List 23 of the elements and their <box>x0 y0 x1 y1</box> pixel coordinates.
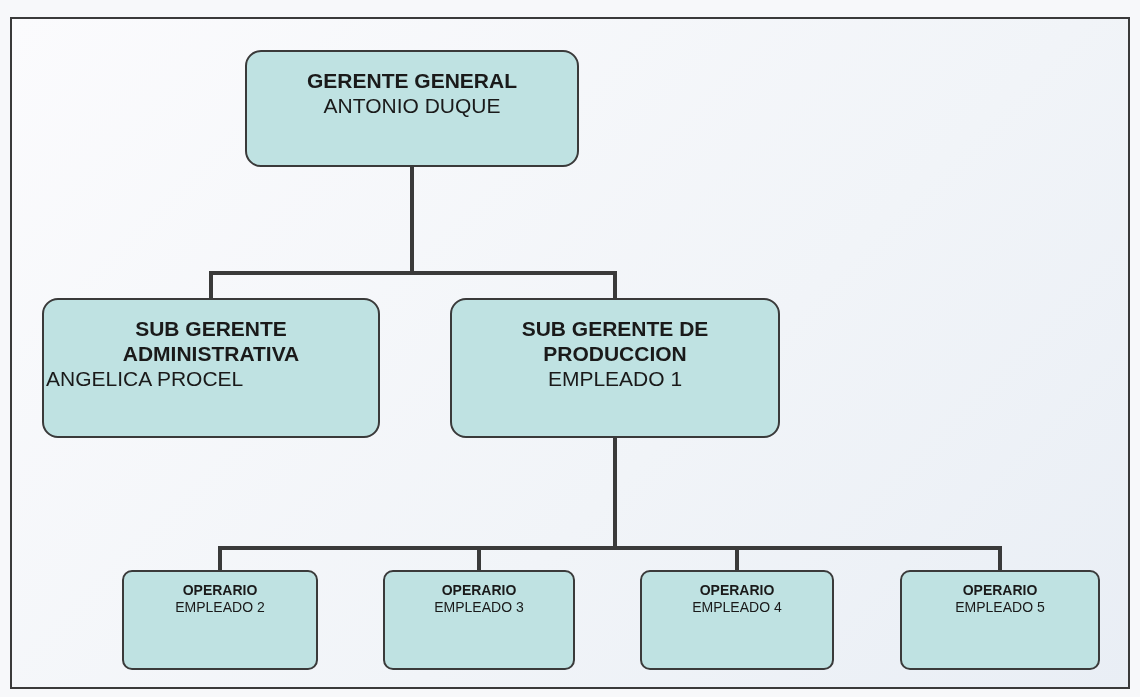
employee-name: EMPLEADO 2 <box>174 598 266 616</box>
position-title: OPERARIO <box>440 582 518 599</box>
employee-name: EMPLEADO 4 <box>691 598 783 616</box>
position-box <box>450 298 780 438</box>
position-title: OPERARIO <box>698 582 776 599</box>
position-box <box>245 50 579 167</box>
position-box <box>122 570 318 670</box>
position-title: GERENTE GENERAL <box>306 68 518 94</box>
employee-name: EMPLEADO 3 <box>433 598 525 616</box>
employee-name: ANTONIO DUQUE <box>322 93 502 119</box>
position-box <box>900 570 1100 670</box>
position-box <box>383 570 575 670</box>
connector-line <box>410 167 617 298</box>
employee-name: ANGELICA PROCEL <box>45 366 245 392</box>
employee-name: EMPLEADO 1 <box>546 366 684 392</box>
employee-name: EMPLEADO 5 <box>954 598 1046 616</box>
position-title: SUB GERENTE DE PRODUCCION <box>520 316 710 367</box>
position-box <box>42 298 380 438</box>
position-title: OPERARIO <box>961 582 1039 599</box>
position-title: SUB GERENTE ADMINISTRATIVA <box>121 316 301 367</box>
position-title: OPERARIO <box>181 582 259 599</box>
position-box <box>640 570 834 670</box>
connector-line <box>613 438 1002 570</box>
